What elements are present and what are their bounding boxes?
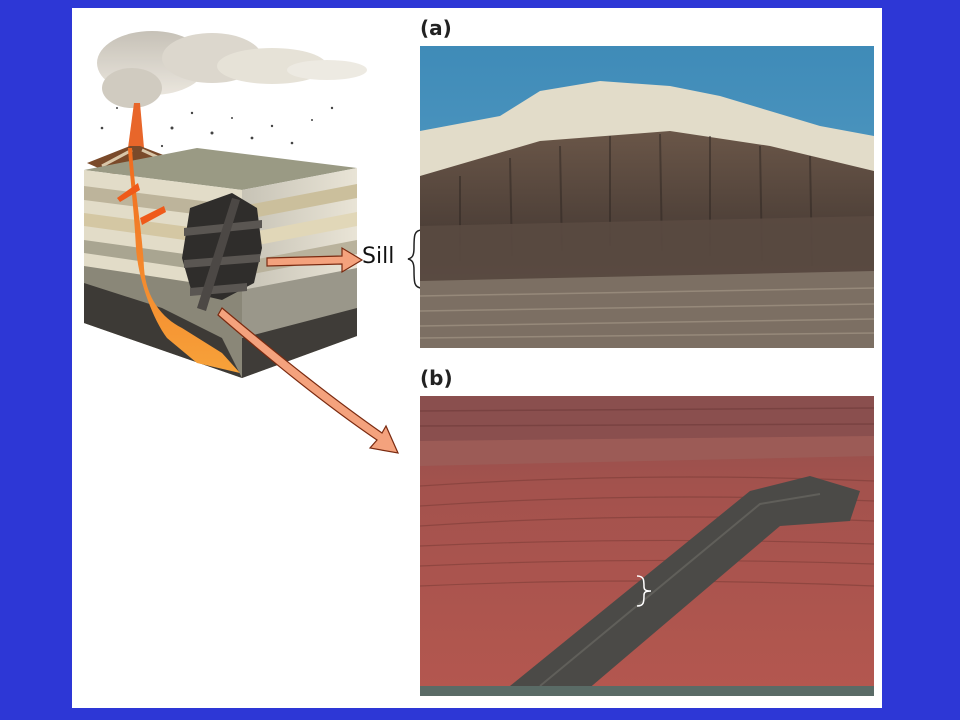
photo-b-dike-wall (420, 396, 874, 696)
ash-cloud (97, 31, 367, 108)
ash-particles (100, 106, 334, 148)
intrusion-block-diagram (84, 31, 400, 454)
sill-brace-icon (407, 229, 423, 289)
slide-canvas: (a) (b) Sill (72, 8, 882, 708)
panel-b-label: (b) (420, 366, 453, 390)
magma-branch-lower (140, 206, 166, 225)
panel-a-label: (a) (420, 16, 452, 40)
dike-intrusion (197, 198, 240, 311)
arrow-to-dike-photo (217, 307, 400, 454)
block-top-surface (84, 148, 357, 190)
eruption-column (128, 103, 144, 148)
dike-brace-icon (636, 575, 652, 607)
magma-conduit (128, 148, 240, 373)
sill-label: Sill (362, 244, 395, 269)
photo-a-sill-cliff (420, 46, 874, 348)
dike-band (510, 476, 860, 696)
arrow-to-sill-photo (266, 246, 364, 274)
magma-branch-upper (117, 183, 140, 202)
